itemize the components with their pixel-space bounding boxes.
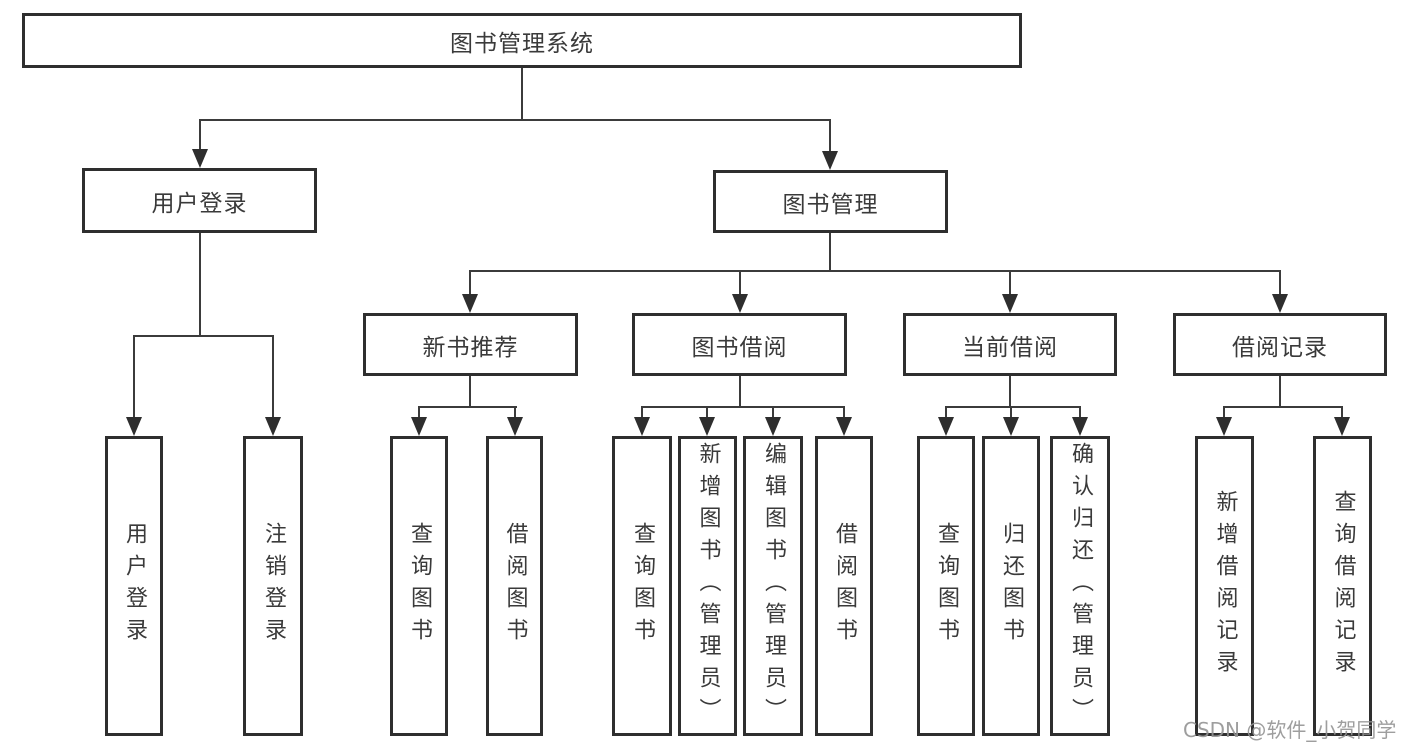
connector-drop-current-borrow — [1009, 270, 1011, 297]
arrowhead-query-borrow-record — [1334, 417, 1350, 436]
connector-drop-borrow-records — [1279, 270, 1281, 297]
leaf-user-login: 用户登录 — [105, 436, 163, 736]
node-root-label: 图书管理系统 — [450, 30, 594, 57]
leaf-query-books-current-label: 查询图书 — [934, 522, 959, 650]
leaf-query-borrow-record: 查询借阅记录 — [1313, 436, 1372, 736]
arrowhead-borrow-books — [836, 417, 852, 436]
connector-borrow-records-stem — [1279, 376, 1281, 408]
leaf-logout: 注销登录 — [243, 436, 303, 736]
leaf-query-books-borrow: 查询图书 — [612, 436, 672, 736]
arrowhead-leaf-logout — [265, 417, 281, 436]
connector-drop-return-books — [1010, 406, 1012, 420]
arrowhead-return-books — [1003, 417, 1019, 436]
node-borrow-records: 借阅记录 — [1173, 313, 1387, 376]
connector-user-login-bar — [133, 335, 274, 337]
arrowhead-query-books-borrow — [634, 417, 650, 436]
leaf-borrow-books-rec: 借阅图书 — [486, 436, 543, 736]
leaf-query-books-current: 查询图书 — [917, 436, 975, 736]
connector-current-borrow-stem — [1009, 376, 1011, 408]
connector-book-borrow-stem — [739, 376, 741, 408]
csdn-watermark: CSDN @软件_小贺同学 — [1183, 718, 1397, 742]
arrowhead-current-borrow — [1002, 294, 1018, 313]
leaf-borrow-books-rec-label: 借阅图书 — [502, 522, 528, 650]
connector-drop-query-books-current — [945, 406, 947, 420]
node-new-book-recommend-label: 新书推荐 — [422, 334, 519, 361]
connector-current-borrow-bar — [945, 406, 1081, 408]
leaf-borrow-books-label: 借阅图书 — [832, 522, 857, 650]
leaf-return-books: 归还图书 — [982, 436, 1040, 736]
connector-root-stem — [521, 68, 523, 121]
arrowhead-add-borrow-record — [1216, 417, 1232, 436]
connector-book-mgmt-bar — [469, 270, 1281, 272]
leaf-add-books-admin-label: 新增图书（管理员） — [695, 442, 721, 730]
connector-book-borrow-bar — [641, 406, 845, 408]
arrowhead-edit-books-admin — [765, 417, 781, 436]
node-current-borrow-label: 当前借阅 — [962, 334, 1058, 361]
leaf-confirm-return-admin-label: 确认归还（管理员） — [1068, 442, 1093, 730]
leaf-user-login-label: 用户登录 — [122, 522, 147, 650]
connector-new-book-rec-bar — [418, 406, 517, 408]
arrowhead-leaf-user-login — [126, 417, 142, 436]
connector-drop-book-mgmt — [829, 119, 831, 154]
connector-drop-borrow-books-rec — [514, 406, 516, 420]
node-book-management-label: 图书管理 — [782, 191, 879, 218]
arrowhead-query-books-rec — [411, 417, 427, 436]
connector-borrow-records-bar — [1223, 406, 1343, 408]
node-new-book-recommend: 新书推荐 — [363, 313, 578, 376]
connector-new-book-rec-stem — [469, 376, 471, 408]
connector-drop-new-book-rec — [469, 270, 471, 297]
leaf-return-books-label: 归还图书 — [999, 522, 1024, 650]
arrowhead-book-borrow — [732, 294, 748, 313]
leaf-add-books-admin: 新增图书（管理员） — [678, 436, 737, 736]
node-book-management: 图书管理 — [713, 170, 948, 233]
leaf-query-books-borrow-label: 查询图书 — [630, 522, 655, 650]
node-user-login-label: 用户登录 — [151, 190, 248, 217]
arrowhead-borrow-records — [1272, 294, 1288, 313]
leaf-query-borrow-record-label: 查询借阅记录 — [1330, 490, 1356, 682]
connector-book-mgmt-stem — [829, 233, 831, 272]
leaf-logout-label: 注销登录 — [261, 522, 286, 650]
connector-user-login-stem — [199, 233, 201, 337]
node-borrow-records-label: 借阅记录 — [1232, 334, 1328, 361]
connector-drop-edit-books-admin — [772, 406, 774, 420]
leaf-confirm-return-admin: 确认归还（管理员） — [1050, 436, 1110, 736]
node-book-borrow-label: 图书借阅 — [691, 334, 788, 361]
arrowhead-confirm-return — [1072, 417, 1088, 436]
leaf-query-books-rec-label: 查询图书 — [407, 522, 432, 650]
arrowhead-new-book-rec — [462, 294, 478, 313]
leaf-edit-books-admin-label: 编辑图书（管理员） — [761, 442, 786, 730]
connector-drop-query-borrow-record — [1341, 406, 1343, 420]
connector-drop-confirm-return — [1079, 406, 1081, 420]
connector-drop-add-borrow-record — [1223, 406, 1225, 420]
arrowhead-add-books-admin — [699, 417, 715, 436]
connector-drop-user-login — [199, 119, 201, 152]
node-root: 图书管理系统 — [22, 13, 1022, 68]
connector-drop-add-books-admin — [706, 406, 708, 420]
leaf-edit-books-admin: 编辑图书（管理员） — [743, 436, 803, 736]
connector-drop-query-books-borrow — [641, 406, 643, 420]
arrowhead-book-mgmt — [822, 151, 838, 170]
connector-drop-book-borrow — [739, 270, 741, 297]
connector-drop-query-books-rec — [418, 406, 420, 420]
node-current-borrow: 当前借阅 — [903, 313, 1117, 376]
arrowhead-user-login — [192, 149, 208, 168]
node-book-borrow: 图书借阅 — [632, 313, 847, 376]
node-user-login: 用户登录 — [82, 168, 317, 233]
connector-root-bar — [199, 119, 831, 121]
leaf-query-books-rec: 查询图书 — [390, 436, 448, 736]
arrowhead-borrow-books-rec — [507, 417, 523, 436]
connector-drop-leaf-logout — [272, 335, 274, 420]
leaf-add-borrow-record: 新增借阅记录 — [1195, 436, 1254, 736]
leaf-add-borrow-record-label: 新增借阅记录 — [1212, 490, 1238, 682]
connector-drop-leaf-user-login — [133, 335, 135, 420]
connector-drop-borrow-books — [843, 406, 845, 420]
leaf-borrow-books: 借阅图书 — [815, 436, 873, 736]
arrowhead-query-books-current — [938, 417, 954, 436]
